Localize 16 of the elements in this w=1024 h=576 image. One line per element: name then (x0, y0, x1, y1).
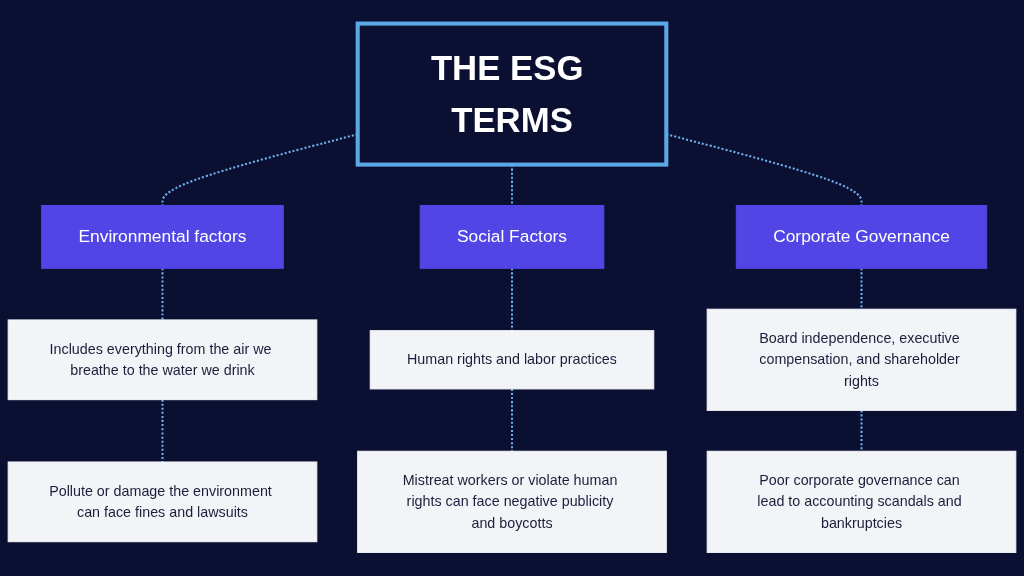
node-box: THE ESG TERMS (355, 21, 669, 167)
connector (860, 268, 863, 310)
node-box: Board independence, executive compensation, and shareholder rights (706, 308, 1017, 411)
node-box: Poor corporate governance can lead to accounting scandals and bankruptcies (706, 450, 1017, 553)
connector (860, 410, 863, 452)
node-box: Social Factors (419, 204, 605, 269)
connector (511, 388, 513, 452)
node-box: Corporate Governance (735, 204, 988, 269)
connector (161, 399, 164, 462)
node-box: Pollute or damage the environment can face fines and lawsuits (7, 461, 318, 543)
node-box: Human rights and labor practices (369, 330, 655, 390)
node-box: Environmental factors (41, 204, 284, 269)
node-box: Mistreat workers or violate human rights can face negative publicity and boycotts (357, 450, 667, 553)
node-box: Includes everything from the air we breathe to the water we drink (7, 319, 318, 401)
connector (511, 268, 513, 331)
connector (161, 268, 164, 320)
